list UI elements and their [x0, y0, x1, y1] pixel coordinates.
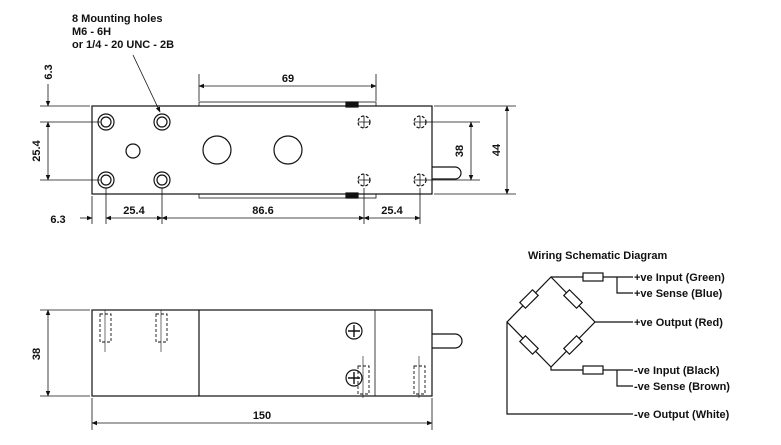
- wiring-title: Wiring Schematic Diagram: [528, 250, 667, 262]
- mounting-hole: [153, 171, 171, 189]
- mounting-hole: [153, 113, 171, 131]
- side-view-labels: 38 150: [31, 348, 271, 422]
- mounting-note-line1: 8 Mounting holes: [72, 13, 162, 25]
- cable-top: [432, 166, 462, 180]
- top-view-dimensions: [40, 54, 516, 224]
- dim-25-4-vertical: 25.4: [31, 139, 43, 161]
- screw-icon: [345, 322, 363, 340]
- dim-6-3-bottom: 6.3: [50, 214, 65, 226]
- top-view: [91, 101, 462, 199]
- wiring-schematic: [506, 272, 633, 415]
- dim-25-4-right: 25.4: [381, 205, 403, 217]
- resistor-icon: [582, 365, 604, 375]
- dim-150: 150: [253, 410, 271, 422]
- wheatstone-bridge: [506, 276, 596, 368]
- top-view-labels: 8 Mounting holes M6 - 6H or 1/4 - 20 UNC…: [31, 13, 503, 226]
- dim-25-4-left: 25.4: [123, 205, 145, 217]
- dim-86-6: 86.6: [252, 205, 273, 217]
- side-view: [91, 309, 463, 398]
- label-pos-input: +ve Input (Green): [634, 272, 725, 284]
- mounting-note-line3: or 1/4 - 20 UNC - 2B: [72, 39, 174, 51]
- top-view-body: [91, 105, 433, 195]
- side-view-body: [91, 309, 433, 397]
- label-pos-output: +ve Output (Red): [634, 317, 723, 329]
- side-view-dimensions: [40, 309, 433, 430]
- dim-38-top: 38: [454, 145, 466, 157]
- mounting-note-line2: M6 - 6H: [72, 26, 111, 38]
- screw-icon: [345, 369, 363, 387]
- dim-38-side: 38: [31, 348, 43, 360]
- resistor-icon: [562, 288, 584, 310]
- label-neg-sense: -ve Sense (Brown): [634, 381, 730, 393]
- label-pos-sense: +ve Sense (Blue): [634, 288, 723, 300]
- resistor-icon: [518, 334, 540, 356]
- dim-6-3-top: 6.3: [43, 64, 55, 79]
- resistor-icon: [582, 272, 604, 282]
- wiring-labels: Wiring Schematic Diagram +ve Input (Gree…: [528, 250, 730, 421]
- strain-hole: [202, 135, 232, 165]
- center-hole: [125, 143, 141, 159]
- dim-69: 69: [282, 73, 294, 85]
- label-neg-input: -ve Input (Black): [634, 365, 720, 377]
- resistor-icon: [518, 288, 540, 310]
- resistor-icon: [562, 334, 584, 356]
- label-neg-output: -ve Output (White): [634, 409, 730, 421]
- cable-side: [432, 333, 463, 349]
- strain-hole: [273, 135, 303, 165]
- dim-44: 44: [491, 143, 503, 156]
